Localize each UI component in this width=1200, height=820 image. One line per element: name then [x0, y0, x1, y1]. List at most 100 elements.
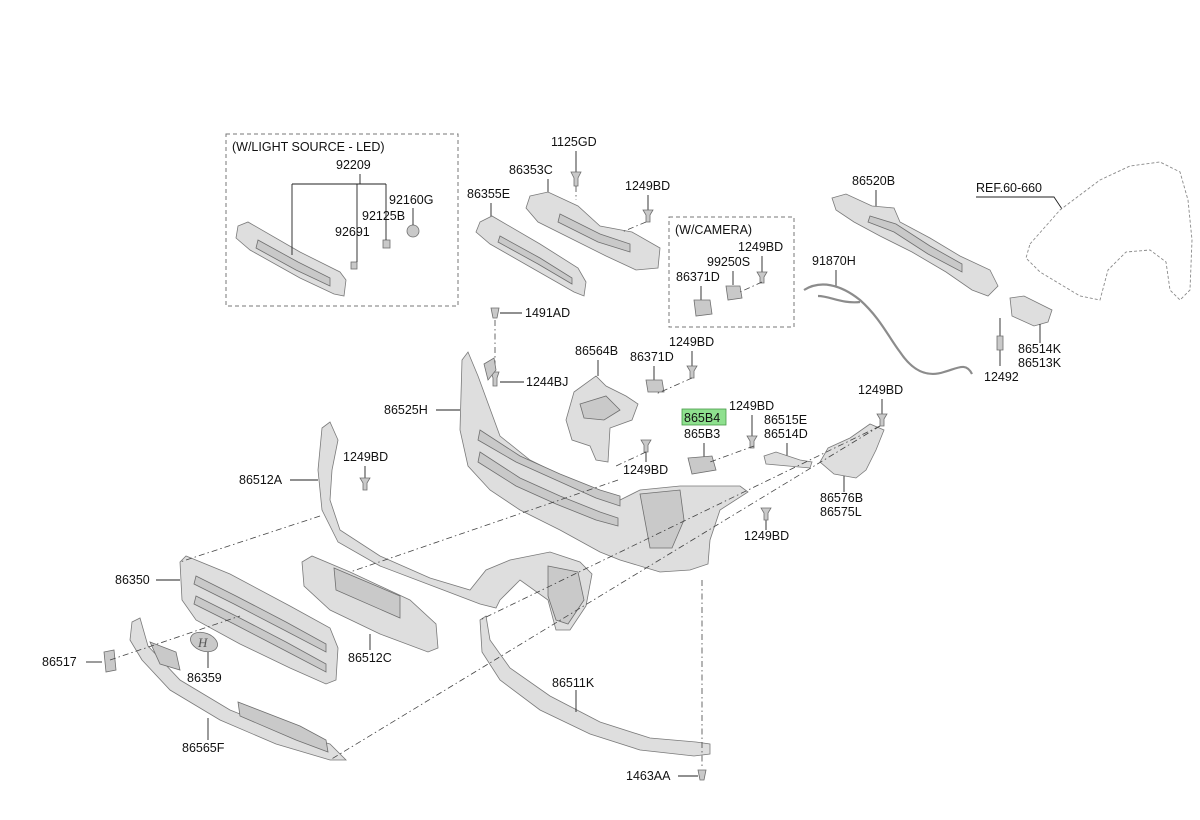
- label-1249BD-g[interactable]: 1249BD: [744, 529, 789, 543]
- label-86514K[interactable]: 86514K: [1018, 342, 1062, 356]
- led-lamp-detail: [255, 239, 331, 287]
- label-86371D[interactable]: 86371D: [630, 350, 674, 364]
- 86514k-part: [1009, 295, 1053, 327]
- label-86565F[interactable]: 86565F: [182, 741, 225, 755]
- label-86576B[interactable]: 86576B: [820, 491, 863, 505]
- leader-REF: [976, 196, 1069, 219]
- label-91870H[interactable]: 91870H: [812, 254, 856, 268]
- 1249bd-bolt-g: [760, 507, 772, 521]
- 1249bd-bolt-d: [876, 413, 888, 427]
- 86525h-rib-2: [477, 451, 619, 527]
- 86525h-rib-1: [477, 429, 621, 507]
- leader-92209: [291, 174, 387, 262]
- label-865B4[interactable]: 865B4: [684, 411, 720, 425]
- 86350-grille-bar-1: [193, 575, 327, 653]
- led-option-title: (W/LIGHT SOURCE - LED): [232, 140, 385, 154]
- label-1249BD-b[interactable]: 1249BD: [669, 335, 714, 349]
- 1249bd-bolt-cam: [756, 271, 768, 284]
- 1249bd-bolt-a: [642, 209, 654, 223]
- label-99250S[interactable]: 99250S: [707, 255, 750, 269]
- label-1249BD-a[interactable]: 1249BD: [625, 179, 670, 193]
- 1249bd-bolt-c: [746, 435, 758, 449]
- label-1244BJ[interactable]: 1244BJ: [526, 375, 568, 389]
- label-86355E[interactable]: 86355E: [467, 187, 510, 201]
- label-86353C[interactable]: 86353C: [509, 163, 553, 177]
- label-1463AA[interactable]: 1463AA: [626, 769, 671, 783]
- assembly-line-7: [615, 451, 647, 467]
- highlight-865B4: [681, 408, 727, 426]
- 86520b-detail: [867, 215, 963, 273]
- 86371d-bracket: [645, 379, 665, 393]
- label-86512C[interactable]: 86512C: [348, 651, 392, 665]
- label-86512A[interactable]: 86512A: [239, 473, 283, 487]
- label-86371D-cam[interactable]: 86371D: [676, 270, 720, 284]
- 1491ad-clip: [490, 307, 500, 319]
- 86525h-top-edge: [483, 357, 497, 381]
- 12492-pin: [996, 335, 1004, 351]
- 86565f-side-detail: [149, 641, 181, 671]
- label-1249BD-d[interactable]: 1249BD: [858, 383, 903, 397]
- assembly-line-6: [709, 445, 755, 463]
- label-1249BD-f[interactable]: 1249BD: [343, 450, 388, 464]
- 91870h-wiring: [803, 283, 973, 376]
- label-92209[interactable]: 92209: [336, 158, 371, 172]
- label-86513K[interactable]: 86513K: [1018, 356, 1062, 370]
- label-REF[interactable]: REF.60-660: [976, 181, 1042, 195]
- label-92691[interactable]: 92691: [335, 225, 370, 239]
- label-86514D[interactable]: 86514D: [764, 427, 808, 441]
- 86576b-bracket: [819, 423, 885, 479]
- assembly-line-5: [329, 425, 881, 761]
- assembly-line-1: [179, 515, 321, 563]
- assembly-line-10: [621, 221, 647, 233]
- label-86564B[interactable]: 86564B: [575, 344, 618, 358]
- 1249bd-bolt-f: [359, 477, 371, 491]
- assembly-line-9: [739, 281, 763, 293]
- assembly-line-8: [655, 377, 693, 395]
- 86350-grille-bar-2: [193, 595, 327, 673]
- 86517-cap: [103, 649, 117, 673]
- 92160g-bulb: [406, 224, 420, 238]
- label-92160G[interactable]: 92160G: [389, 193, 433, 207]
- 86371d-bracket-cam: [693, 299, 713, 317]
- label-92125B[interactable]: 92125B: [362, 209, 405, 223]
- label-1125GD[interactable]: 1125GD: [551, 135, 597, 149]
- 86512a-lower-cover: [317, 421, 593, 631]
- assembly-line-3: [109, 615, 241, 661]
- 1125gd-screw: [570, 171, 582, 187]
- 1244bj-bolt: [490, 371, 500, 387]
- 86512a-corner-detail: [547, 565, 585, 625]
- emblem-h-icon: H: [197, 635, 208, 650]
- label-86515E[interactable]: 86515E: [764, 413, 807, 427]
- label-86517[interactable]: 86517: [42, 655, 77, 669]
- 86515e-reflector: [763, 451, 813, 469]
- label-86359[interactable]: 86359: [187, 671, 222, 685]
- label-1249BD-cam[interactable]: 1249BD: [738, 240, 783, 254]
- 86564b-detail: [579, 395, 621, 421]
- label-12492[interactable]: 12492: [984, 370, 1019, 384]
- 86525h-corner-opening: [639, 489, 685, 549]
- label-86350[interactable]: 86350: [115, 573, 150, 587]
- fender-ref: [1025, 161, 1193, 301]
- label-86520B[interactable]: 86520B: [852, 174, 895, 188]
- 86355e-detail: [497, 235, 573, 285]
- 99250s-camera: [725, 285, 743, 301]
- 86511k-lip-molding: [479, 615, 711, 757]
- 86565f-detail: [237, 701, 329, 753]
- 86512c-grille-insert: [333, 567, 401, 619]
- label-865B3[interactable]: 865B3: [684, 427, 720, 441]
- 91870h-wiring-branch: [817, 294, 861, 304]
- 92125b-part: [382, 239, 391, 249]
- label-1249BD-c[interactable]: 1249BD: [729, 399, 774, 413]
- camera-option-title: (W/CAMERA): [675, 223, 752, 237]
- label-86575L[interactable]: 86575L: [820, 505, 862, 519]
- 92691-part: [350, 261, 358, 270]
- 86353c-detail: [557, 213, 631, 253]
- 1463aa-clip: [697, 769, 707, 781]
- label-1491AD[interactable]: 1491AD: [525, 306, 570, 320]
- label-86511K[interactable]: 86511K: [552, 676, 595, 690]
- label-1249BD-e[interactable]: 1249BD: [623, 463, 668, 477]
- label-86525H[interactable]: 86525H: [384, 403, 428, 417]
- led-option-box: [225, 133, 459, 307]
- 1249bd-bolt-b: [686, 365, 698, 379]
